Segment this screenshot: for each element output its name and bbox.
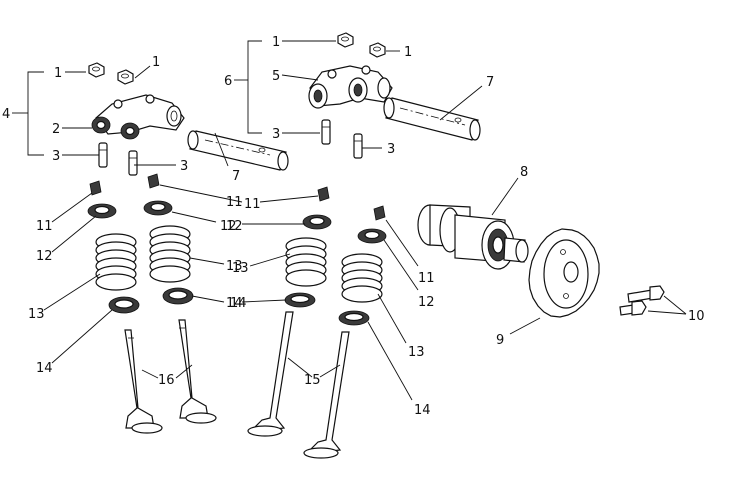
spring-left-b — [149, 225, 191, 283]
callout-13-a: 13 — [28, 307, 45, 322]
callout-15: 15 — [304, 373, 321, 388]
callout-14-a: 14 — [36, 361, 53, 376]
callout-14-c: 14 — [230, 296, 247, 311]
callout-1-d: 1 — [404, 45, 412, 60]
spring-seat-left-b — [162, 287, 194, 305]
sprocket-bolt-b — [619, 300, 647, 316]
callout-12-c: 12 — [226, 219, 243, 234]
retainer-center-a — [302, 214, 332, 230]
callout-1-b: 1 — [152, 55, 160, 70]
cotter-center-b — [373, 205, 386, 221]
callout-1-c: 1 — [272, 35, 280, 50]
right-rocker-arm-assembly — [308, 32, 481, 159]
callout-9: 9 — [496, 333, 504, 348]
callout-7-a: 7 — [232, 169, 240, 184]
spring-seat-left-a — [108, 296, 140, 314]
retainer-left-b — [143, 200, 173, 216]
camshaft — [417, 204, 529, 270]
callout-11-d: 11 — [418, 271, 435, 286]
spring-seat-center-b — [338, 310, 370, 326]
callout-14-b: 14 — [226, 296, 243, 311]
callout-3-c: 3 — [272, 127, 280, 142]
callout-2: 2 — [52, 122, 60, 137]
spring-seat-center-a — [284, 292, 316, 308]
nut-left-b — [117, 69, 134, 85]
cotter-left-b — [147, 173, 160, 189]
left-rocker-arm-assembly — [88, 62, 289, 176]
valve-center-a — [247, 311, 294, 437]
nut-right-b — [369, 42, 386, 58]
rocker-shaft-right — [383, 97, 481, 141]
nut-right-a — [337, 32, 354, 48]
spring-left-a — [95, 233, 137, 291]
callout-3-d: 3 — [387, 142, 395, 157]
cotter-center-a — [317, 186, 330, 202]
callout-12-b: 12 — [220, 219, 237, 234]
retainer-center-b — [357, 228, 387, 244]
callout-6: 6 — [224, 74, 232, 89]
valve-train-left-pair — [87, 173, 217, 434]
adjust-screw-left-a — [98, 142, 108, 168]
leader-lines — [12, 40, 687, 401]
spring-center-b — [341, 253, 383, 303]
retainer-left-a — [87, 203, 117, 219]
callout-7-b: 7 — [486, 75, 494, 90]
spring-center-a — [285, 237, 327, 287]
rocker-shaft-left — [187, 130, 289, 171]
valve-center-b — [303, 331, 350, 459]
rocker-arm-right — [308, 65, 393, 109]
callout-1-a: 1 — [54, 66, 62, 81]
valve-left-b — [178, 319, 217, 424]
callout-11-c: 11 — [244, 197, 261, 212]
callout-3-a: 3 — [52, 149, 60, 164]
cotter-left-a — [89, 180, 102, 196]
callout-10: 10 — [688, 309, 705, 324]
callout-12-a: 12 — [36, 249, 53, 264]
callout-12-d: 12 — [418, 295, 435, 310]
callout-4: 4 — [2, 107, 10, 122]
callout-3-b: 3 — [180, 159, 188, 174]
adjust-screw-right-a — [321, 119, 331, 145]
callout-labels: 1 1 1 1 2 3 3 3 3 4 5 6 7 7 8 9 10 11 11… — [2, 35, 705, 418]
callout-11-b: 11 — [226, 195, 243, 210]
rocker-arm-left — [91, 94, 185, 140]
sprocket-bolt-a — [627, 285, 665, 303]
adjust-screw-left-b — [128, 150, 138, 176]
callout-14-d: 14 — [414, 403, 431, 418]
valve-left-a — [124, 329, 163, 434]
callout-13-d: 13 — [408, 345, 425, 360]
adjust-screw-right-b — [353, 133, 363, 159]
callout-11-a: 11 — [36, 219, 53, 234]
callout-13-c: 13 — [232, 261, 249, 276]
callout-8: 8 — [520, 165, 528, 180]
callout-13-b: 13 — [226, 259, 243, 274]
callout-16: 16 — [158, 373, 175, 388]
nut-left-a — [88, 62, 105, 78]
timing-sprocket — [528, 228, 600, 318]
callout-5: 5 — [272, 69, 280, 84]
valve-train-center-pair — [247, 186, 387, 459]
